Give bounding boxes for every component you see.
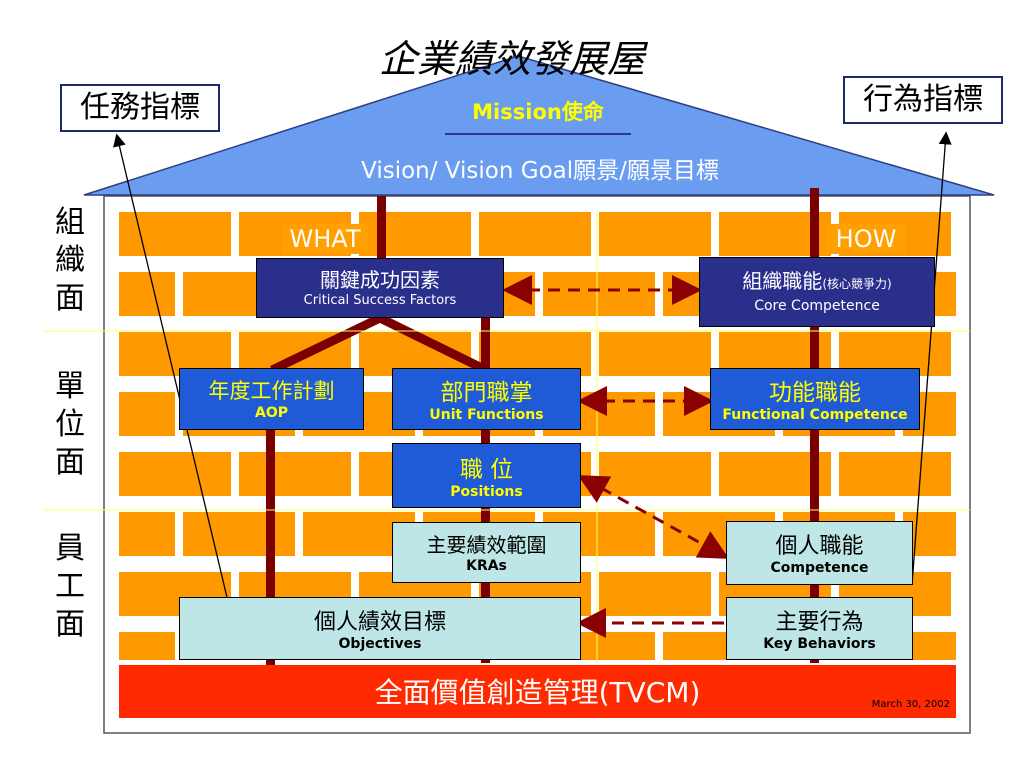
- brick: [119, 632, 175, 660]
- key-behaviors-box: 主要行為 Key Behaviors: [726, 597, 913, 660]
- core-competence-subtitle: Core Competence: [754, 298, 880, 314]
- staff-level-char-1: 員: [55, 531, 85, 566]
- brick: [359, 212, 471, 256]
- unit-level-char-3: 面: [55, 445, 85, 480]
- brick: [599, 572, 711, 616]
- staff-level-char-3: 面: [55, 607, 85, 642]
- roof: [83, 55, 995, 196]
- unit-level-label: 單 位 面: [48, 368, 92, 482]
- objectives-box: 個人績效目標 Objectives: [179, 597, 581, 660]
- vision-label: Vision/ Vision Goal願景/願景目標: [361, 158, 719, 184]
- brick: [599, 212, 711, 256]
- functional-competence-subtitle: Functional Competence: [722, 407, 908, 423]
- org-level-char-3: 面: [55, 281, 85, 316]
- staff-level-char-2: 工: [55, 569, 85, 604]
- mission-label: Mission使命: [472, 100, 604, 124]
- key-behaviors-subtitle: Key Behaviors: [763, 636, 876, 652]
- csf-title: 關鍵成功因素: [320, 268, 440, 292]
- brick: [599, 452, 711, 496]
- brick: [543, 272, 655, 316]
- csf-subtitle: Critical Success Factors: [303, 293, 457, 308]
- how-tag: HOW: [826, 224, 906, 254]
- arrow-positions-competence: [577, 475, 730, 559]
- unit-functions-box: 部門職掌 Unit Functions: [392, 368, 581, 430]
- kras-subtitle: KRAs: [466, 558, 507, 574]
- behavior-indicator-box: 行為指標: [843, 76, 1003, 124]
- objectives-title: 個人績效目標: [313, 610, 446, 635]
- brick: [119, 452, 231, 496]
- unit-functions-subtitle: Unit Functions: [429, 407, 544, 423]
- brick: [119, 272, 175, 316]
- unit-functions-title: 部門職掌: [440, 380, 533, 406]
- kras-title: 主要績效範圍: [426, 533, 547, 557]
- objectives-subtitle: Objectives: [338, 636, 422, 652]
- positions-title: 職 位: [459, 457, 514, 483]
- brick: [119, 512, 175, 556]
- core-competence-title-main: 組織職能: [742, 269, 823, 293]
- mission-indicator-box: 任務指標: [60, 84, 220, 132]
- aop-title: 年度工作計劃: [208, 379, 335, 403]
- competence-box: 個人職能 Competence: [726, 521, 913, 585]
- foundation-label: 全面價值創造管理(TVCM): [374, 676, 701, 709]
- core-competence-box: 組織職能(核心競爭力) Core Competence: [699, 257, 935, 327]
- brick: [839, 452, 951, 496]
- key-behaviors-title: 主要行為: [775, 610, 864, 635]
- functional-competence-box: 功能職能 Functional Competence: [710, 368, 920, 430]
- positions-box: 職 位 Positions: [392, 443, 581, 508]
- pillar-left: [266, 420, 275, 665]
- org-level-char-2: 織: [55, 243, 85, 278]
- core-competence-title-note: (核心競爭力): [822, 277, 892, 291]
- brick: [183, 512, 295, 556]
- unit-level-char-2: 位: [55, 407, 85, 442]
- core-competence-title: 組織職能(核心競爭力): [700, 265, 934, 294]
- brick: [239, 452, 351, 496]
- functional-competence-title: 功能職能: [769, 380, 861, 406]
- page-title: 企業績效發展屋: [378, 37, 645, 81]
- aop-box: 年度工作計劃 AOP: [179, 368, 364, 430]
- org-level-char-1: 組: [55, 205, 85, 240]
- org-level-label: 組 織 面: [48, 204, 92, 318]
- brick: [479, 212, 591, 256]
- what-tag: WHAT: [282, 224, 368, 254]
- brick: [119, 392, 175, 436]
- competence-title: 個人職能: [775, 534, 864, 559]
- brick: [599, 332, 711, 376]
- positions-subtitle: Positions: [450, 484, 523, 500]
- pillar-diagonal-left: [270, 313, 382, 375]
- staff-level-label: 員 工 面: [48, 530, 92, 644]
- csf-box: 關鍵成功因素 Critical Success Factors: [256, 258, 504, 318]
- unit-level-char-1: 單: [55, 369, 85, 404]
- brick: [119, 212, 231, 256]
- competence-subtitle: Competence: [770, 560, 869, 576]
- arrow-behaviors-behavior-indicator: [911, 131, 952, 586]
- date-label: March 30, 2002: [871, 699, 950, 710]
- foundation-bar: 全面價值創造管理(TVCM) March 30, 2002: [119, 665, 956, 718]
- aop-subtitle: AOP: [255, 405, 288, 421]
- arrow-objectives-mission-indicator: [113, 133, 231, 611]
- pillar-top-left: [377, 196, 386, 258]
- pillar-diagonal-right: [378, 313, 488, 375]
- kras-box: 主要績效範圍 KRAs: [392, 522, 581, 583]
